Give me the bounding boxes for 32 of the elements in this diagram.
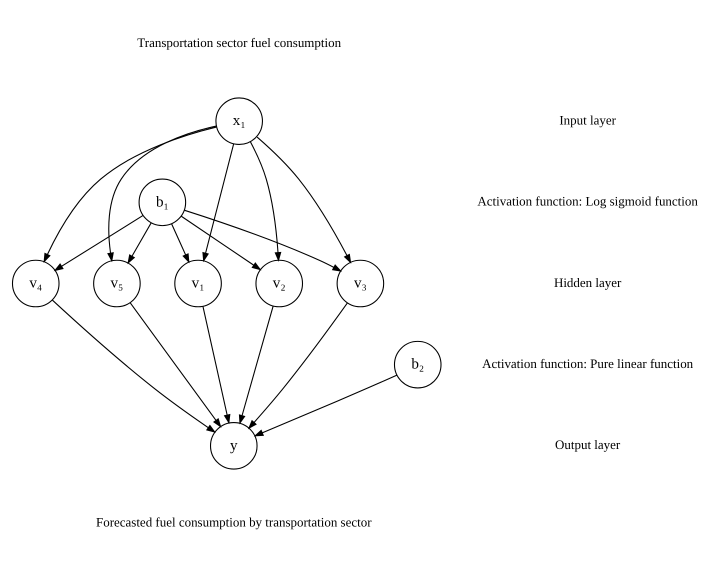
label: Activation function: Pure linear function: [482, 356, 694, 372]
arrow: [256, 136, 352, 264]
node-label: Forecasted fuel consumption by transportation sector: [96, 514, 372, 530]
arrow: [202, 144, 234, 262]
label: Input layer: [559, 112, 616, 128]
node-circle: v₁: [174, 260, 222, 308]
arrow: [238, 306, 274, 425]
arrow: [54, 215, 144, 272]
arrow: [52, 300, 216, 433]
node-circle: b₁: [138, 178, 186, 226]
node-circle: b₂: [394, 340, 442, 388]
arrow: [250, 141, 282, 262]
node-circle: v₄: [12, 260, 60, 308]
label: Activation function: Log sigmoid function: [477, 194, 698, 209]
label: Hidden layer: [554, 274, 622, 290]
arrow: [184, 210, 342, 272]
arrow: [107, 126, 216, 262]
node-circle: y: [210, 422, 258, 470]
node-circle: v₂: [255, 260, 304, 308]
arrow: [248, 302, 348, 430]
arrow: [202, 306, 230, 424]
arrow: [127, 222, 152, 264]
arrow: [44, 126, 216, 263]
arrow: [254, 374, 398, 436]
arrow: [130, 302, 222, 428]
node-label: Transportation sector fuel consumption: [137, 35, 342, 50]
arrow: [171, 224, 190, 264]
node-circle: v₅: [93, 260, 141, 308]
arrow: [180, 216, 262, 270]
node-circle: x₁: [215, 97, 263, 145]
node-circle: v₃: [336, 260, 384, 308]
label: Output layer: [555, 437, 620, 452]
